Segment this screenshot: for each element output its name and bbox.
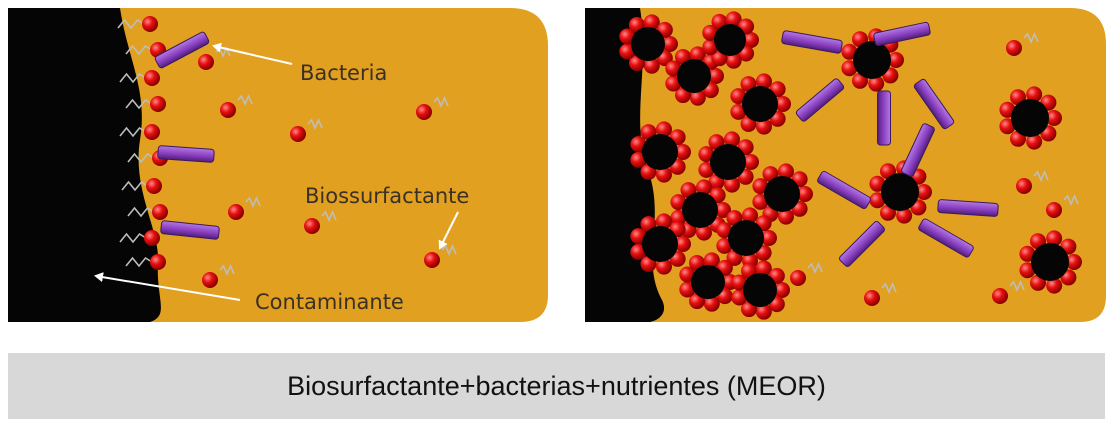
biosurfactant-tail	[125, 98, 153, 110]
micelle-icon	[670, 179, 731, 241]
bacteria-rod-icon	[873, 21, 931, 47]
bacteria-rod-icon	[937, 199, 999, 217]
bacteria-rod-icon	[839, 221, 885, 267]
biosurfactant-molecule-icon	[142, 16, 158, 32]
arrow-icon	[212, 42, 293, 65]
right-panel	[585, 8, 1106, 322]
biosurfactant-tail	[119, 126, 147, 138]
biosurfactant-tail	[127, 206, 155, 218]
biosurfactant-tail	[121, 180, 149, 192]
bacteria-rod-icon	[157, 145, 215, 163]
micelle-icon	[702, 11, 759, 69]
biosurfactant-molecule-icon	[790, 270, 806, 286]
micelle-icon	[630, 121, 691, 183]
caption-text: Biosurfactante+bacterias+nutrientes (MEO…	[287, 370, 826, 401]
arrow-icon	[438, 211, 459, 250]
biosurfactant-tail	[125, 256, 153, 268]
biosurfactant-tail	[433, 96, 449, 108]
contaminant-left	[8, 8, 161, 322]
biosurfactant-molecule-icon	[1046, 202, 1062, 218]
biosurfactant-molecule-icon	[150, 96, 166, 112]
bacteria-rod-icon	[781, 30, 843, 54]
biosurfactant-tail	[127, 152, 155, 164]
biosurfactant-tail	[1023, 32, 1039, 44]
biosurfactant-tail	[1033, 170, 1049, 182]
micelle-icon	[630, 213, 691, 275]
biosurfactant-tail	[117, 18, 145, 30]
bacteria-rod-icon	[918, 218, 974, 258]
micelle-icon	[716, 207, 777, 269]
biosurfactant-tail	[1009, 280, 1025, 292]
bacteria-rod-icon	[160, 220, 220, 240]
arrow-icon	[94, 272, 241, 301]
bacteria-rods-right	[781, 21, 999, 267]
biosurfactant-molecule-icon	[146, 178, 162, 194]
biosurfactant-tail	[807, 262, 823, 274]
micelle-icon	[698, 131, 759, 193]
biosurfactant-molecule-icon	[416, 104, 432, 120]
biosurfactant-tail	[119, 72, 147, 84]
biosurfactant-molecule-icon	[864, 290, 880, 306]
left-panel: Bacteria Biossurfactante Contaminante	[8, 8, 548, 322]
bacteria-rod-icon	[901, 123, 935, 177]
meor-diagram: Bacteria Biossurfactante Contaminante	[8, 8, 1106, 322]
biosurfactant-molecule-icon	[228, 204, 244, 220]
bacteria-rod-icon	[154, 31, 210, 69]
bacteria-rod-icon	[795, 78, 845, 122]
biosurfactant-tail	[245, 196, 261, 208]
biosurfactant-tail	[1063, 194, 1079, 206]
biosurfactant-molecule-icon	[220, 102, 236, 118]
biosurfactant-molecule-icon	[152, 204, 168, 220]
bacteria-rod-icon	[877, 90, 891, 146]
micelle-icon	[841, 28, 904, 92]
biosurfactant-tail	[125, 44, 153, 56]
biosurfactant-tail	[307, 118, 323, 130]
biosurfactant-molecule-icon	[144, 70, 160, 86]
micelle-icon	[731, 260, 790, 320]
micelle-icon	[869, 160, 932, 224]
label-contaminant: Contaminante	[255, 290, 404, 314]
label-biosurfactant: Biossurfactante	[305, 184, 469, 208]
biosurfactant-molecule-icon	[304, 218, 320, 234]
micelle-icon	[730, 73, 791, 135]
bacteria-rods-left	[154, 31, 220, 240]
micelle-icon	[999, 86, 1062, 150]
biosurfactant-molecule-icon	[198, 54, 214, 70]
biosurfactant-molecule-icon	[992, 288, 1008, 304]
biosurfactant-molecule-icon	[290, 126, 306, 142]
biosurfactant-molecule-icon	[1016, 178, 1032, 194]
bacteria-rod-icon	[817, 170, 871, 210]
biosurfactant-molecule-icon	[150, 254, 166, 270]
micelle-icon	[665, 46, 724, 106]
micelle-icon	[752, 163, 813, 225]
biosurfactant-molecule-icon	[144, 124, 160, 140]
bacteria-rod-icon	[913, 78, 955, 130]
biosurfactant-molecule-icon	[202, 272, 218, 288]
biosurfactant-tail	[321, 210, 337, 222]
biosurfactant-tail	[219, 264, 235, 276]
label-bacteria: Bacteria	[300, 61, 387, 85]
micelle-icon	[679, 252, 738, 312]
micelle-icon	[619, 14, 678, 74]
biosurfactant-tail	[237, 94, 253, 106]
biosurfactant-molecules-right	[790, 40, 1062, 306]
caption-band: Biosurfactante+bacterias+nutrientes (MEO…	[8, 353, 1105, 419]
biosurfactant-tails-right	[807, 32, 1079, 294]
biosurfactant-molecule-icon	[144, 230, 160, 246]
biosurfactant-molecule-icon	[1006, 40, 1022, 56]
biosurfactant-molecule-icon	[424, 252, 440, 268]
biosurfactant-tail	[119, 232, 147, 244]
micelles-right	[619, 11, 1082, 320]
micelle-icon	[1019, 230, 1082, 294]
biosurfactant-tail	[881, 282, 897, 294]
